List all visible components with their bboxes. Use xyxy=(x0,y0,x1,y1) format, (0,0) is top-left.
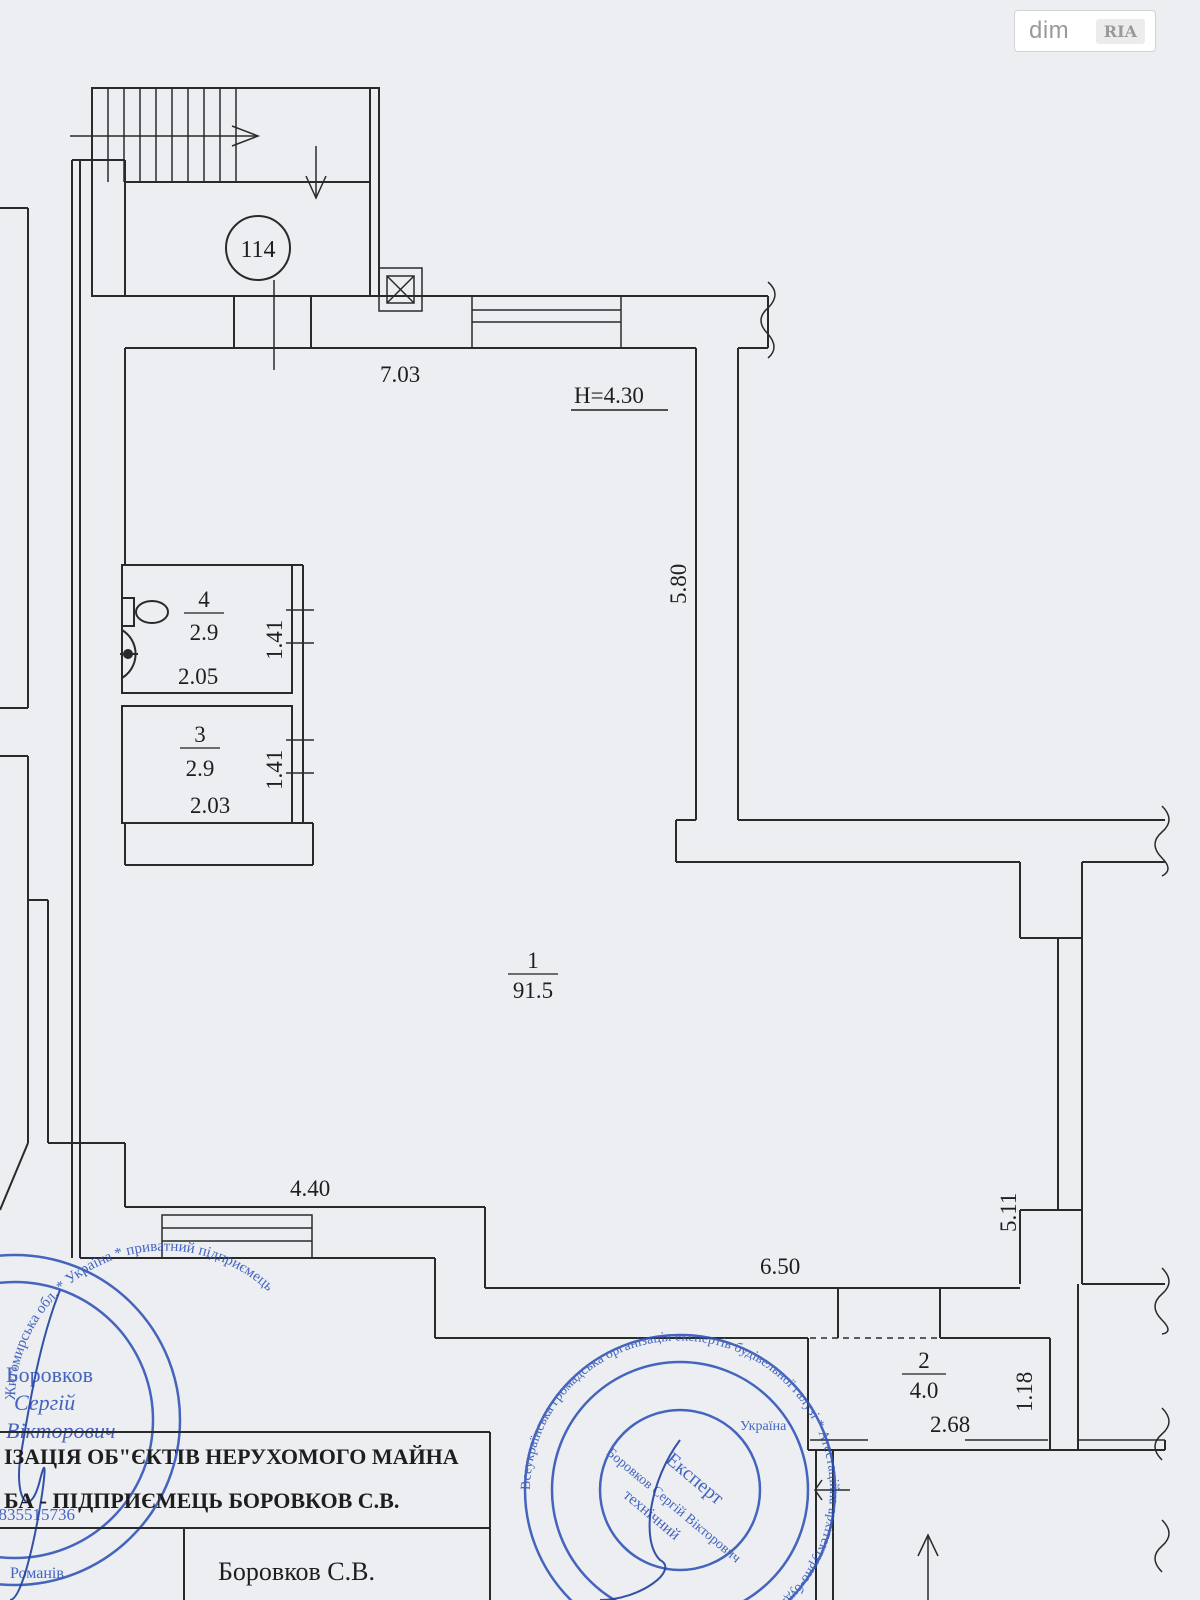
title-block-line-1: ІЗАЦІЯ ОБ"ЄКТІВ НЕРУХОМОГО МАЙНА xyxy=(4,1444,459,1469)
dim-room2-height: 1.18 xyxy=(1012,1372,1037,1412)
left-stamp-name-1: Боровков xyxy=(6,1362,93,1387)
left-stamp-name-3: Вікторович xyxy=(6,1418,115,1443)
watermark-site-text: dim xyxy=(1029,17,1070,44)
signatures xyxy=(9,1289,681,1600)
dim-right-lower-height: 5.11 xyxy=(996,1193,1021,1232)
ceiling-height-label: H=4.30 xyxy=(574,383,644,408)
dim-ria-watermark: dim RIA xyxy=(1014,10,1156,52)
title-block xyxy=(0,1431,491,1600)
dim-wc3-height: 1.41 xyxy=(262,750,287,790)
room-4-number: 4 xyxy=(198,587,210,612)
room-3-number: 3 xyxy=(194,722,206,747)
dim-wc3-width: 2.03 xyxy=(190,793,230,818)
room-2-area: 4.0 xyxy=(910,1378,939,1403)
left-stamp-name-2: Сергій xyxy=(14,1390,75,1415)
title-block-signature-name: Боровков С.В. xyxy=(218,1557,375,1586)
stair-marker-label: 114 xyxy=(240,237,275,263)
room-4-area: 2.9 xyxy=(190,620,219,645)
dim-right-upper-height: 5.80 xyxy=(666,564,691,604)
dimension-labels: 7.03 5.80 1.41 2.05 1.41 2.03 4.40 6.50 … xyxy=(178,362,1037,1437)
break-lines xyxy=(760,281,1170,1573)
left-stamp-code: 2835515736 xyxy=(0,1505,75,1524)
dim-room2-width: 2.68 xyxy=(930,1412,970,1437)
room-2-number: 2 xyxy=(918,1348,930,1373)
stair-direction-arrows xyxy=(70,125,327,200)
bottom-arrows xyxy=(814,1479,939,1600)
windows xyxy=(161,295,1165,1441)
watermark-brand-logo: RIA xyxy=(1095,18,1145,44)
room-1-area: 91.5 xyxy=(513,978,553,1003)
right-stamp: Всеукраїнська громадська організація екс… xyxy=(519,1329,841,1600)
dim-wc4-height: 1.41 xyxy=(262,620,287,660)
left-stamp-city: Романів xyxy=(10,1565,64,1582)
sink-icon xyxy=(120,629,138,679)
stair-marker: 114 xyxy=(225,215,291,370)
left-stamp: Житомирська обл. * Україна * приватний п… xyxy=(0,1238,276,1587)
ventilation-shaft-icon xyxy=(378,267,423,312)
stair-treads xyxy=(107,88,237,182)
room-1-number: 1 xyxy=(527,948,539,973)
right-stamp-country: Україна xyxy=(740,1419,787,1434)
dim-top-width: 7.03 xyxy=(380,362,420,387)
room-labels: 1 91.5 2 4.0 3 2.9 4 2.9 xyxy=(180,587,946,1403)
dim-bottom-right-width: 6.50 xyxy=(760,1254,800,1279)
title-block-line-2: БА - ПІДПРИЄМЕЦЬ БОРОВКОВ С.В. xyxy=(4,1488,399,1513)
room-3-area: 2.9 xyxy=(186,756,215,781)
toilet-icon xyxy=(121,597,169,627)
dim-bottom-left-width: 4.40 xyxy=(290,1176,330,1201)
door-ticks xyxy=(286,609,314,774)
dim-wc4-width: 2.05 xyxy=(178,664,218,689)
